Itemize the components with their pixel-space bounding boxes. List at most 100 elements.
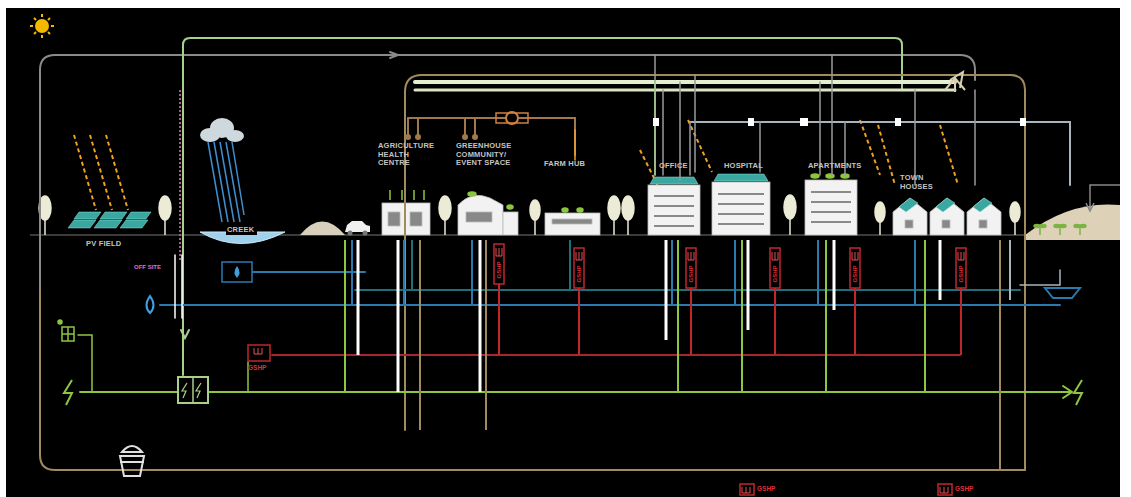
car [348, 231, 353, 236]
building-label: HOSPITAL [724, 162, 764, 171]
underground-pipes [355, 289, 1020, 291]
solar-icon [58, 320, 74, 341]
building-windows [718, 203, 764, 205]
building [979, 220, 987, 228]
boundary-label: OFF SITE [134, 264, 161, 271]
pipe-junction [800, 118, 808, 126]
gshp-label: GSHP [248, 364, 266, 371]
place-name: FARM HUB [544, 160, 587, 169]
sun-icon [41, 35, 43, 38]
battery-icon [178, 377, 208, 403]
building [545, 213, 600, 235]
service-drops [403, 240, 405, 305]
gshp-symbol [740, 484, 754, 495]
building-label: CREEK [226, 226, 257, 235]
water-tank [222, 262, 252, 282]
sun-icon [36, 20, 48, 32]
compost-hill [1080, 225, 1086, 228]
sun-ray [90, 135, 112, 210]
place-name: CREEK [227, 226, 256, 235]
service-drops [569, 240, 571, 290]
service-drops [924, 240, 926, 392]
building-label: AGRICULTURE HEALTH CENTRE [378, 142, 438, 168]
gshp-coil [940, 487, 948, 493]
building-windows [654, 195, 694, 197]
rain-cloud [214, 142, 228, 222]
compost-hill [1034, 225, 1040, 228]
gshp-label: GSHP [955, 485, 973, 492]
tree [608, 196, 620, 220]
solar-icon [58, 320, 62, 324]
gshp-symbol [686, 248, 696, 288]
pipe-junction [653, 118, 659, 126]
battery-icon [182, 383, 201, 398]
basin-icon [1045, 288, 1080, 298]
precinct-illustration [6, 8, 1120, 497]
overhead-pipes [415, 89, 955, 92]
waste-bin-icon [122, 446, 142, 452]
underground-pipes [272, 354, 960, 356]
rooftop-plants [507, 205, 513, 209]
tree [164, 218, 166, 235]
tree [439, 196, 451, 220]
place-name: PV FIELD [86, 240, 123, 249]
pipe-junction [472, 134, 478, 140]
service-drops [741, 240, 743, 392]
tree [622, 196, 634, 220]
service-drops [817, 240, 819, 305]
waste-bin-icon [120, 456, 144, 476]
service-drops [774, 288, 776, 355]
tree [1010, 202, 1020, 222]
rooftop-plants [811, 174, 819, 178]
roof-solar [936, 198, 955, 212]
place-subtitle: COMMUNITY/ EVENT SPACE [456, 151, 522, 168]
gshp-coil [254, 348, 262, 354]
gshp-coil [254, 248, 964, 493]
sun-ray [74, 135, 96, 210]
underground-pipes [40, 255, 1072, 470]
pipe-junction [462, 134, 468, 140]
building-windows [811, 201, 851, 203]
roof-solar [714, 174, 768, 181]
overhead-pipes [574, 130, 576, 160]
pv-panels [68, 220, 96, 228]
pv-panels [68, 212, 151, 228]
building-windows [654, 215, 694, 217]
building-windows [811, 191, 851, 193]
rain-cloud [220, 142, 234, 222]
building-label: FARM HUB [544, 160, 587, 169]
service-drops [344, 240, 346, 392]
building [712, 182, 770, 235]
sun-icon [30, 25, 33, 27]
compost-hill [1040, 225, 1046, 228]
service-drops [747, 240, 750, 330]
gshp-symbol [956, 248, 966, 288]
compost-hill [1060, 225, 1066, 228]
service-drops [914, 240, 916, 305]
tree [444, 218, 446, 235]
underground-pipes [1020, 270, 1060, 285]
service-drops [734, 240, 736, 305]
gshp-coil [772, 252, 778, 260]
service-drops [825, 240, 827, 392]
building [905, 220, 913, 228]
compost-hill [1025, 204, 1120, 240]
gshp-coil [852, 252, 858, 260]
pipe-junction [895, 118, 901, 126]
water-tank [222, 262, 252, 282]
pv-panels [100, 212, 127, 219]
service-drops [357, 240, 360, 355]
roof-solar [973, 198, 992, 212]
rain-cloud [200, 118, 244, 222]
lightning-icon [1074, 380, 1082, 405]
service-drops [665, 240, 668, 340]
service-drops [671, 240, 673, 305]
solar-icon [62, 327, 74, 341]
service-drops [397, 240, 400, 392]
pv-panels [126, 212, 151, 219]
sun-icon [30, 14, 54, 38]
building-windows [654, 225, 694, 227]
building [942, 220, 950, 228]
wind-turbine-icon [945, 72, 965, 92]
